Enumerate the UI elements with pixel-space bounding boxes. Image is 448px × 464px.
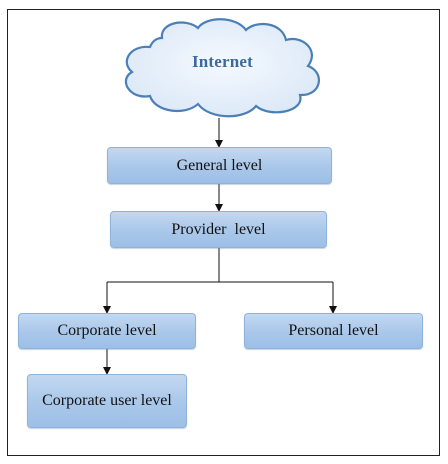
- general-level-box: General level: [107, 147, 332, 184]
- corporate-user-level-box: Corporate user level: [27, 374, 187, 428]
- corporate-level-label: Corporate level: [57, 322, 157, 339]
- general-level-label: General level: [176, 156, 263, 174]
- provider-level-box: Provider level: [110, 211, 327, 248]
- internet-label: Internet: [191, 52, 254, 71]
- cloud-shape: [124, 18, 320, 118]
- diagram-frame: [7, 9, 440, 456]
- corporate-user-level-label: Corporate user level: [42, 392, 172, 409]
- personal-level-box: Personal level: [244, 313, 423, 349]
- personal-level-label: Personal level: [288, 322, 379, 339]
- provider-level-label: Provider level: [171, 220, 266, 238]
- corporate-level-box: Corporate level: [18, 313, 196, 349]
